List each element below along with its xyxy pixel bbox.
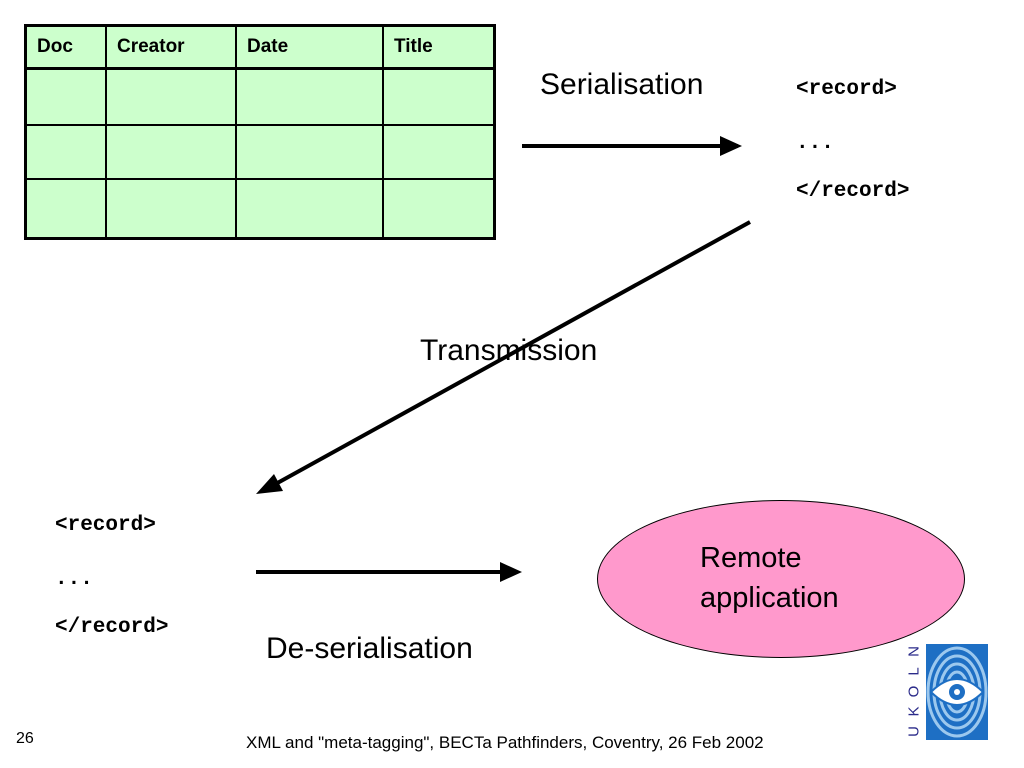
column-header-title: Title [382, 24, 496, 70]
logo-letter: N [905, 646, 923, 657]
logo-letter: K [905, 706, 923, 717]
table-cell [382, 67, 496, 126]
remote-label-line1: Remote [700, 542, 802, 574]
column-header-doc: Doc [24, 24, 107, 70]
remote-application-ellipse [597, 500, 965, 658]
table-row [24, 67, 496, 126]
column-header-creator: Creator [105, 24, 237, 70]
column-header-date: Date [235, 24, 384, 70]
table-cell [105, 67, 237, 126]
table-cell [24, 123, 107, 180]
ukoln-eye-icon [926, 644, 988, 740]
record-ellipsis: ... [55, 568, 93, 591]
table-cell [235, 123, 384, 180]
deserialisation-label: De-serialisation [266, 632, 473, 665]
record-close-tag: </record> [55, 616, 169, 639]
ukoln-logo: U K O L N [906, 642, 988, 742]
data-table: Doc Creator Date Title [24, 24, 496, 240]
deserialisation-arrowhead [500, 562, 522, 582]
table-cell [235, 67, 384, 126]
slide-number: 26 [16, 730, 34, 747]
transmission-arrowhead [256, 474, 283, 494]
table-header-row: Doc Creator Date Title [24, 24, 496, 70]
record-open-tag: <record> [796, 78, 897, 101]
table-cell [105, 177, 237, 240]
record-open-tag: <record> [55, 514, 156, 537]
footer-text: XML and "meta-tagging", BECTa Pathfinder… [246, 733, 764, 752]
table-cell [382, 177, 496, 240]
logo-letter: U [905, 726, 923, 737]
record-close-tag: </record> [796, 180, 910, 203]
table-cell [382, 123, 496, 180]
serialisation-label: Serialisation [540, 68, 704, 101]
table-row [24, 123, 496, 180]
table-cell [235, 177, 384, 240]
remote-label-line2: application [700, 582, 839, 614]
serialisation-arrowhead [720, 136, 742, 156]
logo-letter: L [905, 667, 923, 676]
table-cell [24, 177, 107, 240]
logo-letter: O [905, 685, 923, 698]
table-cell [105, 123, 237, 180]
table-cell [24, 67, 107, 126]
table-row [24, 177, 496, 240]
record-ellipsis: ... [796, 132, 834, 155]
ukoln-letters: U K O L N [905, 642, 923, 742]
transmission-arrow [271, 220, 751, 488]
transmission-label: Transmission [420, 334, 598, 367]
remote-application-label: Remote application [700, 538, 839, 618]
